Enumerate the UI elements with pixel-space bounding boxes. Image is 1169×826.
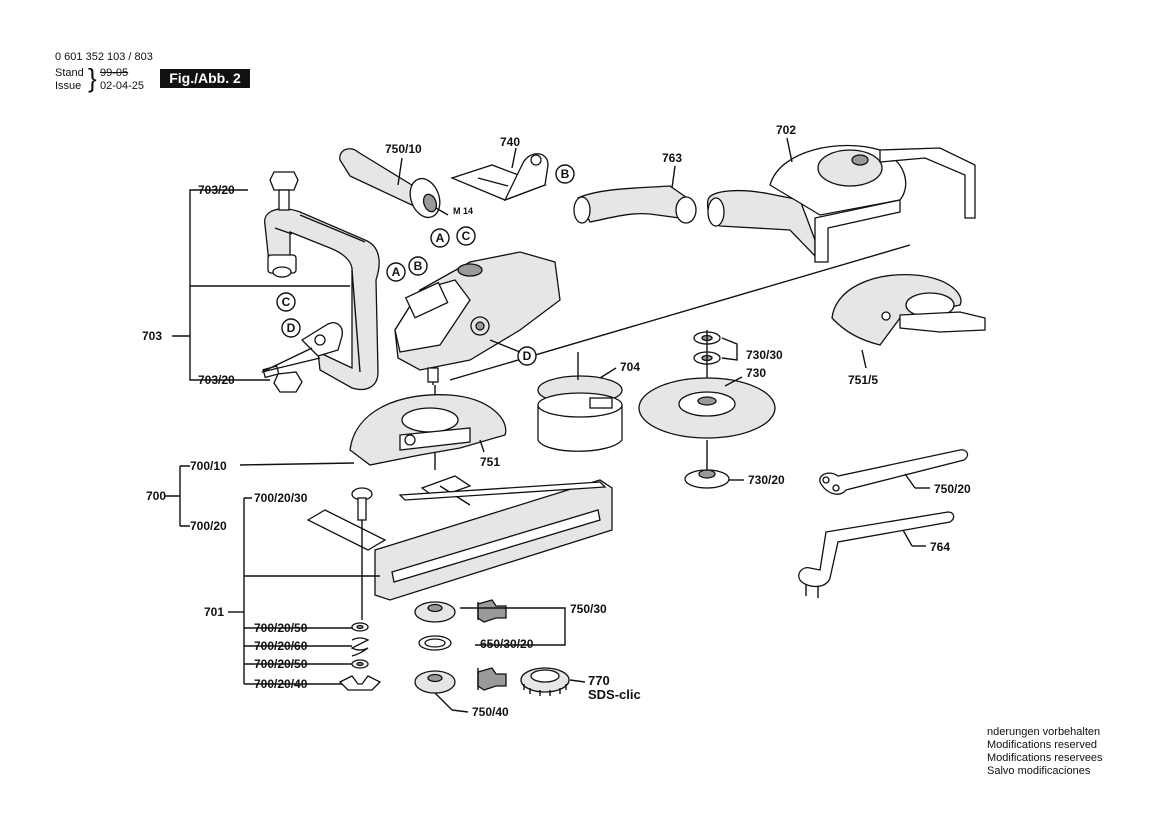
label-750-10: 750/10: [385, 142, 422, 156]
label-740: 740: [500, 135, 520, 149]
pin-spanner-764: [798, 511, 955, 598]
bolt-700-20-30: [351, 487, 373, 521]
flange-750-30: [414, 599, 507, 623]
stand-label: Stand: [55, 67, 84, 79]
plate-740: [450, 153, 549, 202]
oring-650-30-20: [418, 635, 452, 651]
label-700-20-60: 700/20/60: [254, 639, 308, 653]
small-parts-stack: [338, 622, 382, 691]
marker-c-handle: C: [462, 229, 471, 243]
stand-value: 99-05: [100, 67, 129, 79]
label-730-30: 730/30: [746, 348, 783, 362]
disc-730: [638, 377, 776, 439]
label-750-30: 750/30: [570, 602, 607, 616]
label-700-20-40: 700/20/40: [254, 677, 308, 691]
label-700: 700: [146, 489, 166, 503]
label-730: 730: [746, 366, 766, 380]
marker-a-handle: A: [436, 231, 445, 245]
marker-d-bracket: D: [287, 321, 296, 335]
label-704: 704: [620, 360, 640, 374]
side-handle-750-10: [339, 148, 449, 219]
label-703-20-top: 703/20: [198, 183, 235, 197]
label-700-20-30: 700/20/30: [254, 491, 308, 505]
label-750-20: 750/20: [934, 482, 971, 496]
label-751: 751: [480, 455, 500, 469]
label-700-20-50-b: 700/20/50: [254, 657, 308, 671]
part-number: 0 601 352 103 / 803: [55, 51, 153, 63]
flange-750-40: [414, 667, 507, 711]
note-line: Modifications reservees: [987, 752, 1103, 764]
label-701: 701: [204, 605, 224, 619]
marker-d-grinder: D: [523, 349, 532, 363]
elbow-hose-763: [573, 185, 697, 224]
note-line: Modifications reserved: [987, 739, 1098, 751]
guard-751-5: [831, 274, 986, 346]
marker-b-plate: B: [561, 167, 570, 181]
label-703: 703: [142, 329, 162, 343]
brace-icon: }: [88, 63, 97, 93]
extraction-guard-702: [706, 144, 976, 263]
issue-label: Issue: [55, 80, 82, 92]
label-751-5: 751/5: [848, 373, 878, 387]
angle-grinder-body: [394, 244, 911, 470]
cutting-guide-700: [306, 475, 613, 601]
nut-770: [520, 667, 570, 696]
label-702: 702: [776, 123, 796, 137]
modifications-notes: nderungen vorbehalten Modifications rese…: [987, 726, 1103, 778]
label-700-20-50-a: 700/20/50: [254, 621, 308, 635]
issue-value: 02-04-25: [100, 80, 145, 92]
guard-751: [349, 394, 507, 466]
note-line: Salvo modificaciones: [987, 765, 1091, 777]
note-line: nderungen vorbehalten: [987, 726, 1101, 738]
label-sds-clic: SDS-clic: [588, 687, 641, 702]
label-700-20: 700/20: [190, 519, 227, 533]
cup-guard-704: [537, 375, 623, 452]
marker-b-grinder: B: [414, 259, 423, 273]
marker-a-grinder: A: [392, 265, 401, 279]
figure-badge: Fig./Abb. 2: [160, 69, 250, 88]
label-730-20: 730/20: [748, 473, 785, 487]
label-764: 764: [930, 540, 950, 554]
label-m14: M 14: [453, 206, 473, 216]
spanner-750-20: [819, 449, 969, 495]
label-763: 763: [662, 151, 682, 165]
label-650-30-20: 650/30/20: [480, 637, 534, 651]
label-703-20-bottom: 703/20: [198, 373, 235, 387]
handle-bracket-703: [261, 171, 380, 393]
flange-730-20: [684, 440, 730, 489]
label-750-40: 750/40: [472, 705, 509, 719]
marker-c-bracket: C: [282, 295, 291, 309]
label-770: 770: [588, 673, 610, 688]
label-700-10: 700/10: [190, 459, 227, 473]
